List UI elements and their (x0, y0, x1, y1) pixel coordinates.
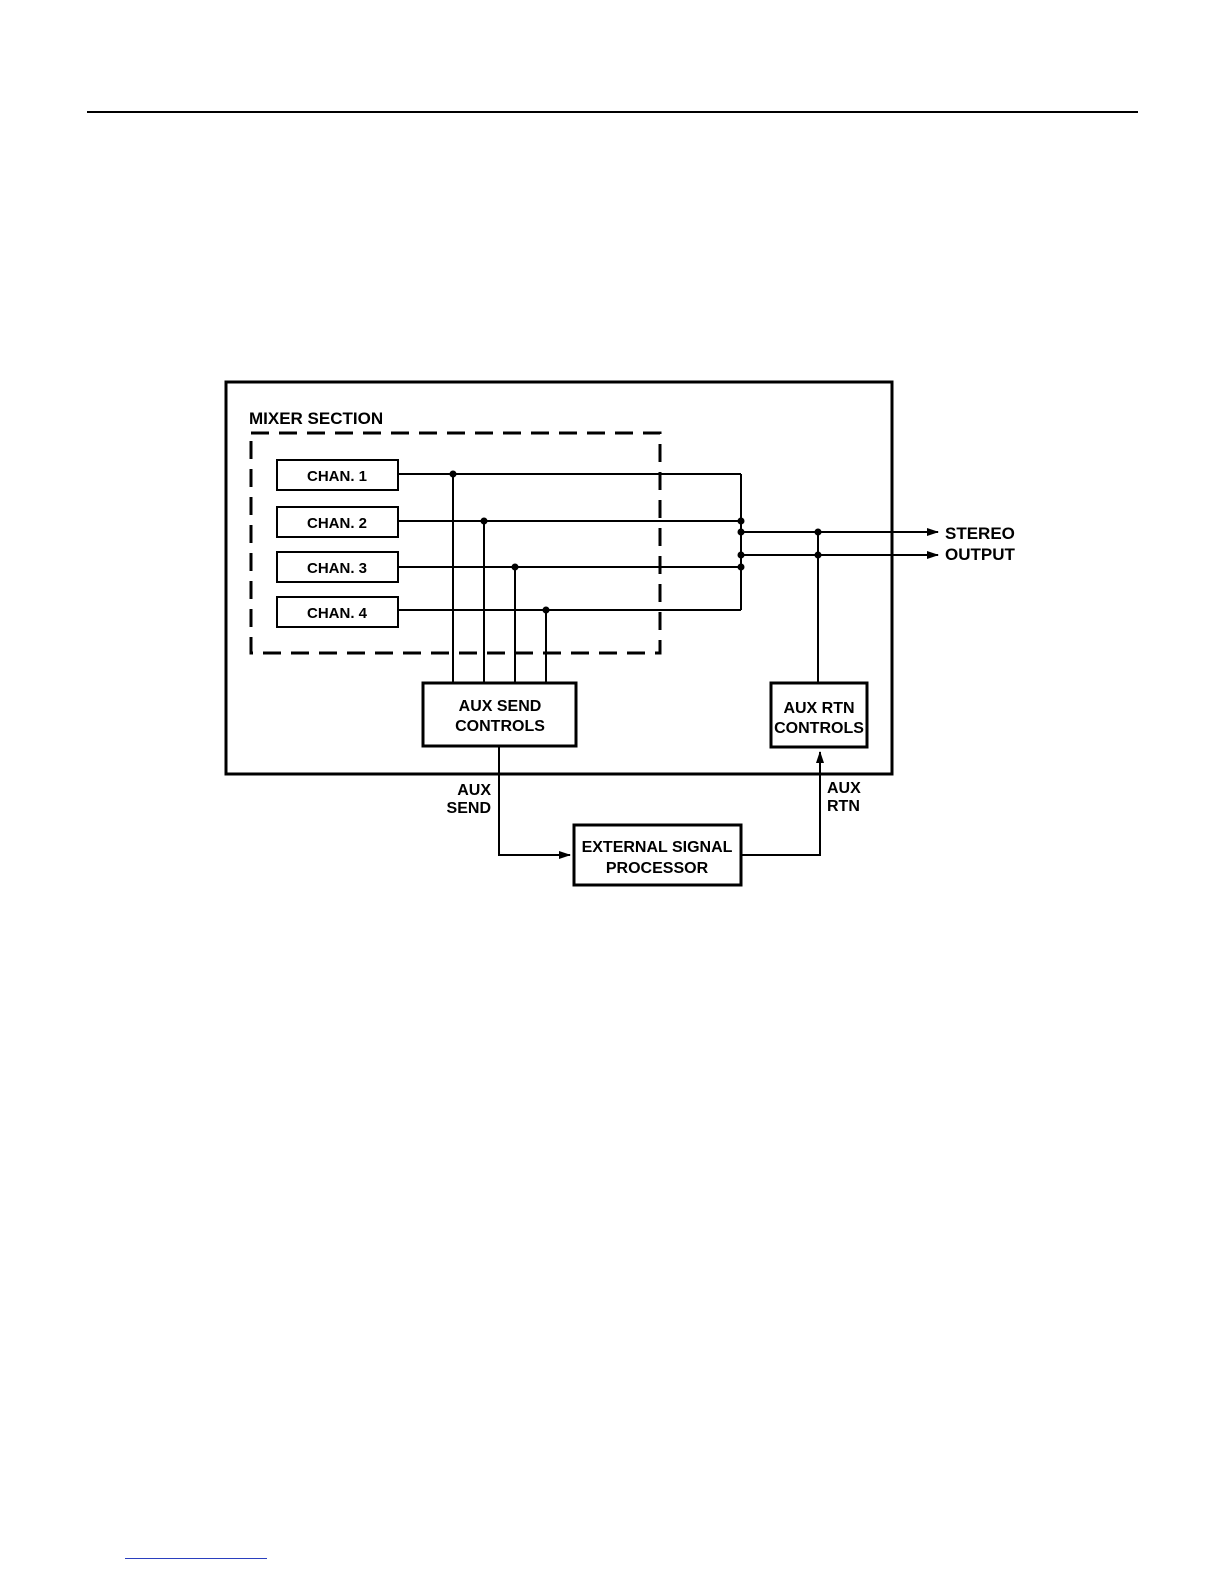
external-processor-line-2: PROCESSOR (606, 860, 709, 877)
aux-send-controls-line-1: AUX SEND (459, 698, 542, 715)
junction-dots (450, 471, 822, 614)
aux-send-label-line-2: SEND (447, 800, 491, 817)
stereo-output-label-line-2: OUTPUT (945, 545, 1016, 564)
aux-rtn-label-line-2: RTN (827, 798, 860, 815)
external-processor-line-1: EXTERNAL SIGNAL (582, 839, 733, 856)
aux-send-controls-box: AUX SEND CONTROLS (423, 683, 576, 746)
mixer-section-label: MIXER SECTION (249, 409, 383, 428)
channel-1-box: CHAN. 1 (277, 460, 398, 490)
channel-2-label: CHAN. 2 (307, 515, 367, 532)
channel-1-label: CHAN. 1 (307, 468, 367, 485)
footer-link-underline (125, 1558, 267, 1559)
external-signal-processor-box: EXTERNAL SIGNAL PROCESSOR (574, 825, 741, 885)
aux-send-controls-line-2: CONTROLS (455, 718, 545, 735)
aux-rtn-controls-line-2: CONTROLS (774, 720, 864, 737)
channel-3-box: CHAN. 3 (277, 552, 398, 582)
channel-2-box: CHAN. 2 (277, 507, 398, 537)
aux-rtn-controls-line-1: AUX RTN (783, 700, 854, 717)
channel-4-box: CHAN. 4 (277, 597, 398, 627)
aux-send-label-line-1: AUX (457, 782, 491, 799)
channel-4-label: CHAN. 4 (307, 605, 368, 622)
stereo-output-label-line-1: STEREO (945, 524, 1015, 543)
aux-rtn-controls-box: AUX RTN CONTROLS (771, 683, 867, 747)
channel-3-label: CHAN. 3 (307, 560, 367, 577)
aux-rtn-label-line-1: AUX (827, 780, 861, 797)
